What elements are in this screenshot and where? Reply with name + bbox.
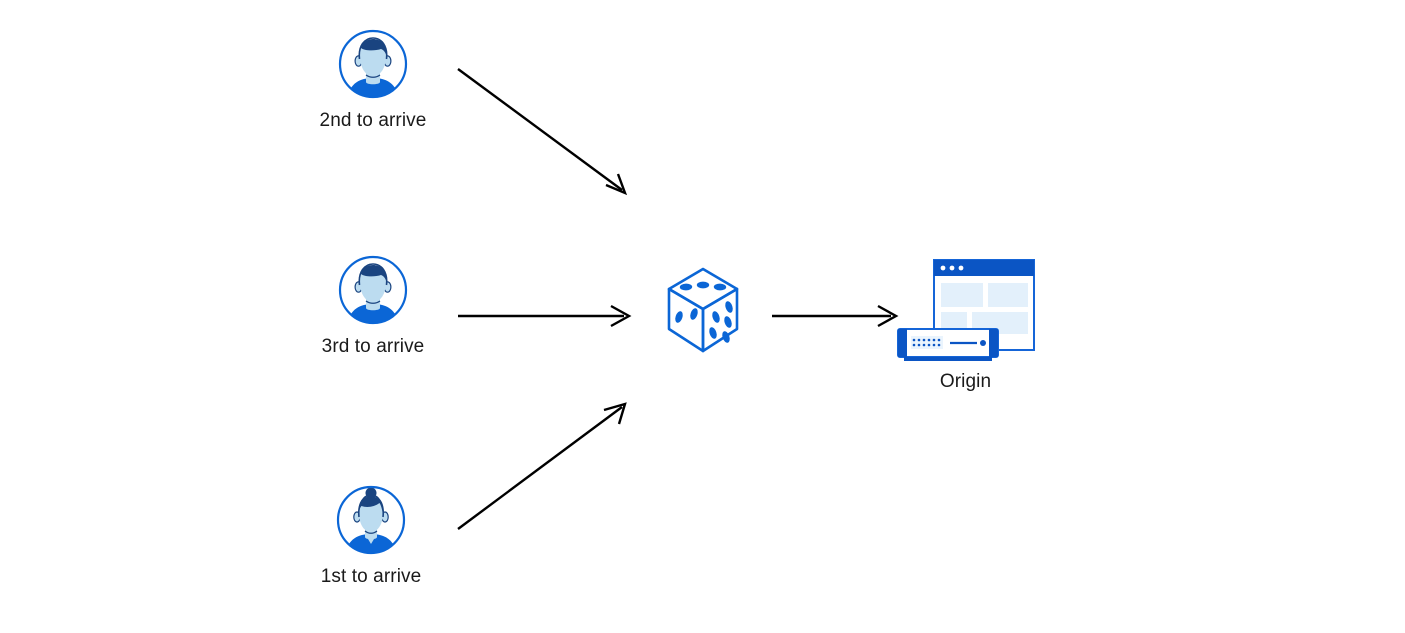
node-label-client-2nd: 2nd to arrive [319,110,427,131]
node-client-1st[interactable]: 1st to arrive [306,484,436,588]
server-device-icon [896,328,999,361]
arrow-1st-to-dice [457,402,627,530]
arrow-2nd-to-dice [457,68,628,196]
arrow-3rd-to-dice [458,304,632,328]
origin-server-icon [891,255,1041,365]
node-label-origin: Origin [939,371,992,392]
node-origin[interactable]: Origin [888,255,1043,393]
arrow-dice-to-origin [772,304,899,328]
node-client-2nd[interactable]: 2nd to arrive [308,28,438,132]
node-client-3rd[interactable]: 3rd to arrive [308,254,438,358]
node-label-client-3rd: 3rd to arrive [321,336,425,357]
user-avatar-female-icon [335,484,407,556]
node-randomizer[interactable] [655,263,751,359]
dice-icon [658,263,748,359]
user-avatar-icon [337,28,409,100]
user-avatar-icon [337,254,409,326]
node-label-client-1st: 1st to arrive [320,566,422,587]
